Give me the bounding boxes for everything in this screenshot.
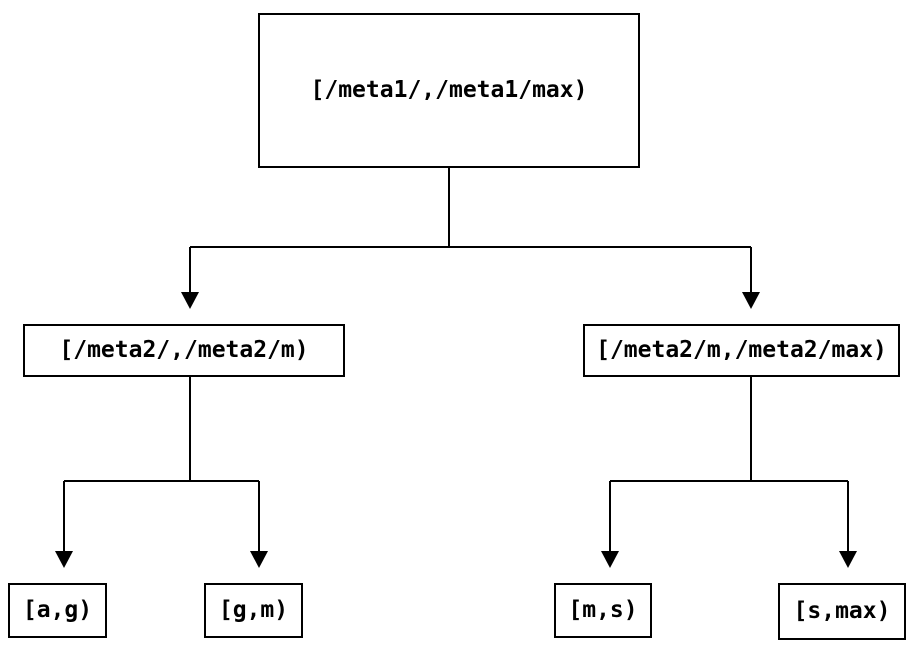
arrowhead-icon [839, 551, 857, 568]
node-leaf-ms-label: [m,s) [568, 597, 638, 623]
edge-right-to-leaves [601, 377, 857, 568]
arrowhead-icon [250, 551, 268, 568]
node-leaf-smax: [s,max) [778, 583, 906, 640]
edge-left-to-leaves [55, 377, 268, 568]
node-root-label: [/meta1/,/meta1/max) [310, 77, 588, 103]
arrowhead-icon [55, 551, 73, 568]
node-leaf-ag: [a,g) [8, 583, 107, 638]
node-leaf-ms: [m,s) [554, 583, 652, 638]
node-leaf-gm-label: [g,m) [218, 597, 289, 623]
arrowhead-icon [181, 292, 199, 309]
node-right-child-label: [/meta2/m,/meta2/max) [596, 337, 887, 363]
node-leaf-ag-label: [a,g) [22, 597, 93, 623]
node-left-child-label: [/meta2/,/meta2/m) [59, 337, 309, 363]
arrowhead-icon [742, 292, 760, 309]
node-leaf-gm: [g,m) [204, 583, 303, 638]
arrowhead-icon [601, 551, 619, 568]
node-leaf-smax-label: [s,max) [793, 598, 891, 624]
node-right-child: [/meta2/m,/meta2/max) [583, 324, 900, 377]
edge-root-to-children [181, 168, 760, 309]
node-left-child: [/meta2/,/meta2/m) [23, 324, 345, 377]
node-root: [/meta1/,/meta1/max) [258, 13, 640, 168]
